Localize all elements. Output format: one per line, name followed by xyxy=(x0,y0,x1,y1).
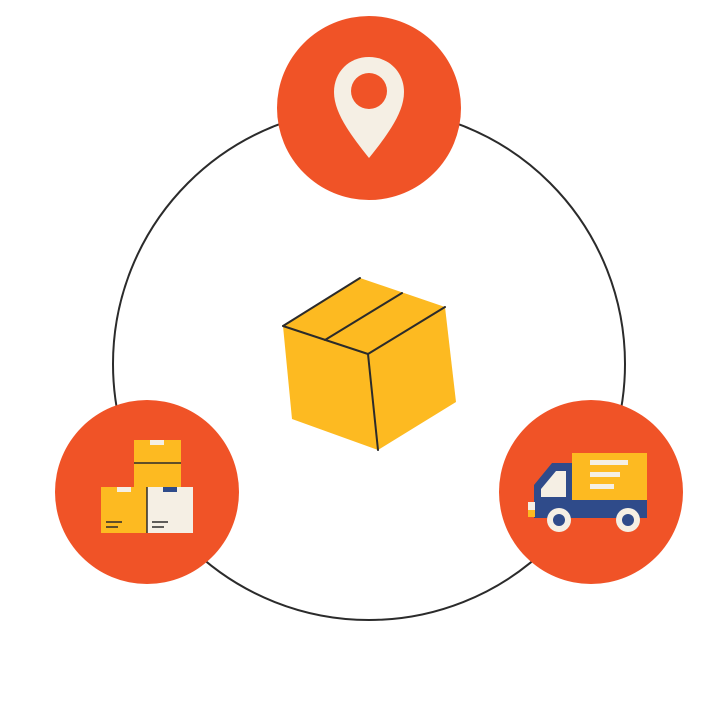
node-location xyxy=(277,16,461,200)
node-delivery xyxy=(499,400,683,584)
location-pin-icon xyxy=(334,57,404,158)
node-warehouse xyxy=(55,400,239,584)
package-box-icon xyxy=(282,277,456,451)
stacked-boxes-icon xyxy=(101,440,193,533)
box-left-face xyxy=(283,326,378,450)
delivery-truck-icon xyxy=(528,453,647,532)
box-right-face xyxy=(368,307,456,450)
